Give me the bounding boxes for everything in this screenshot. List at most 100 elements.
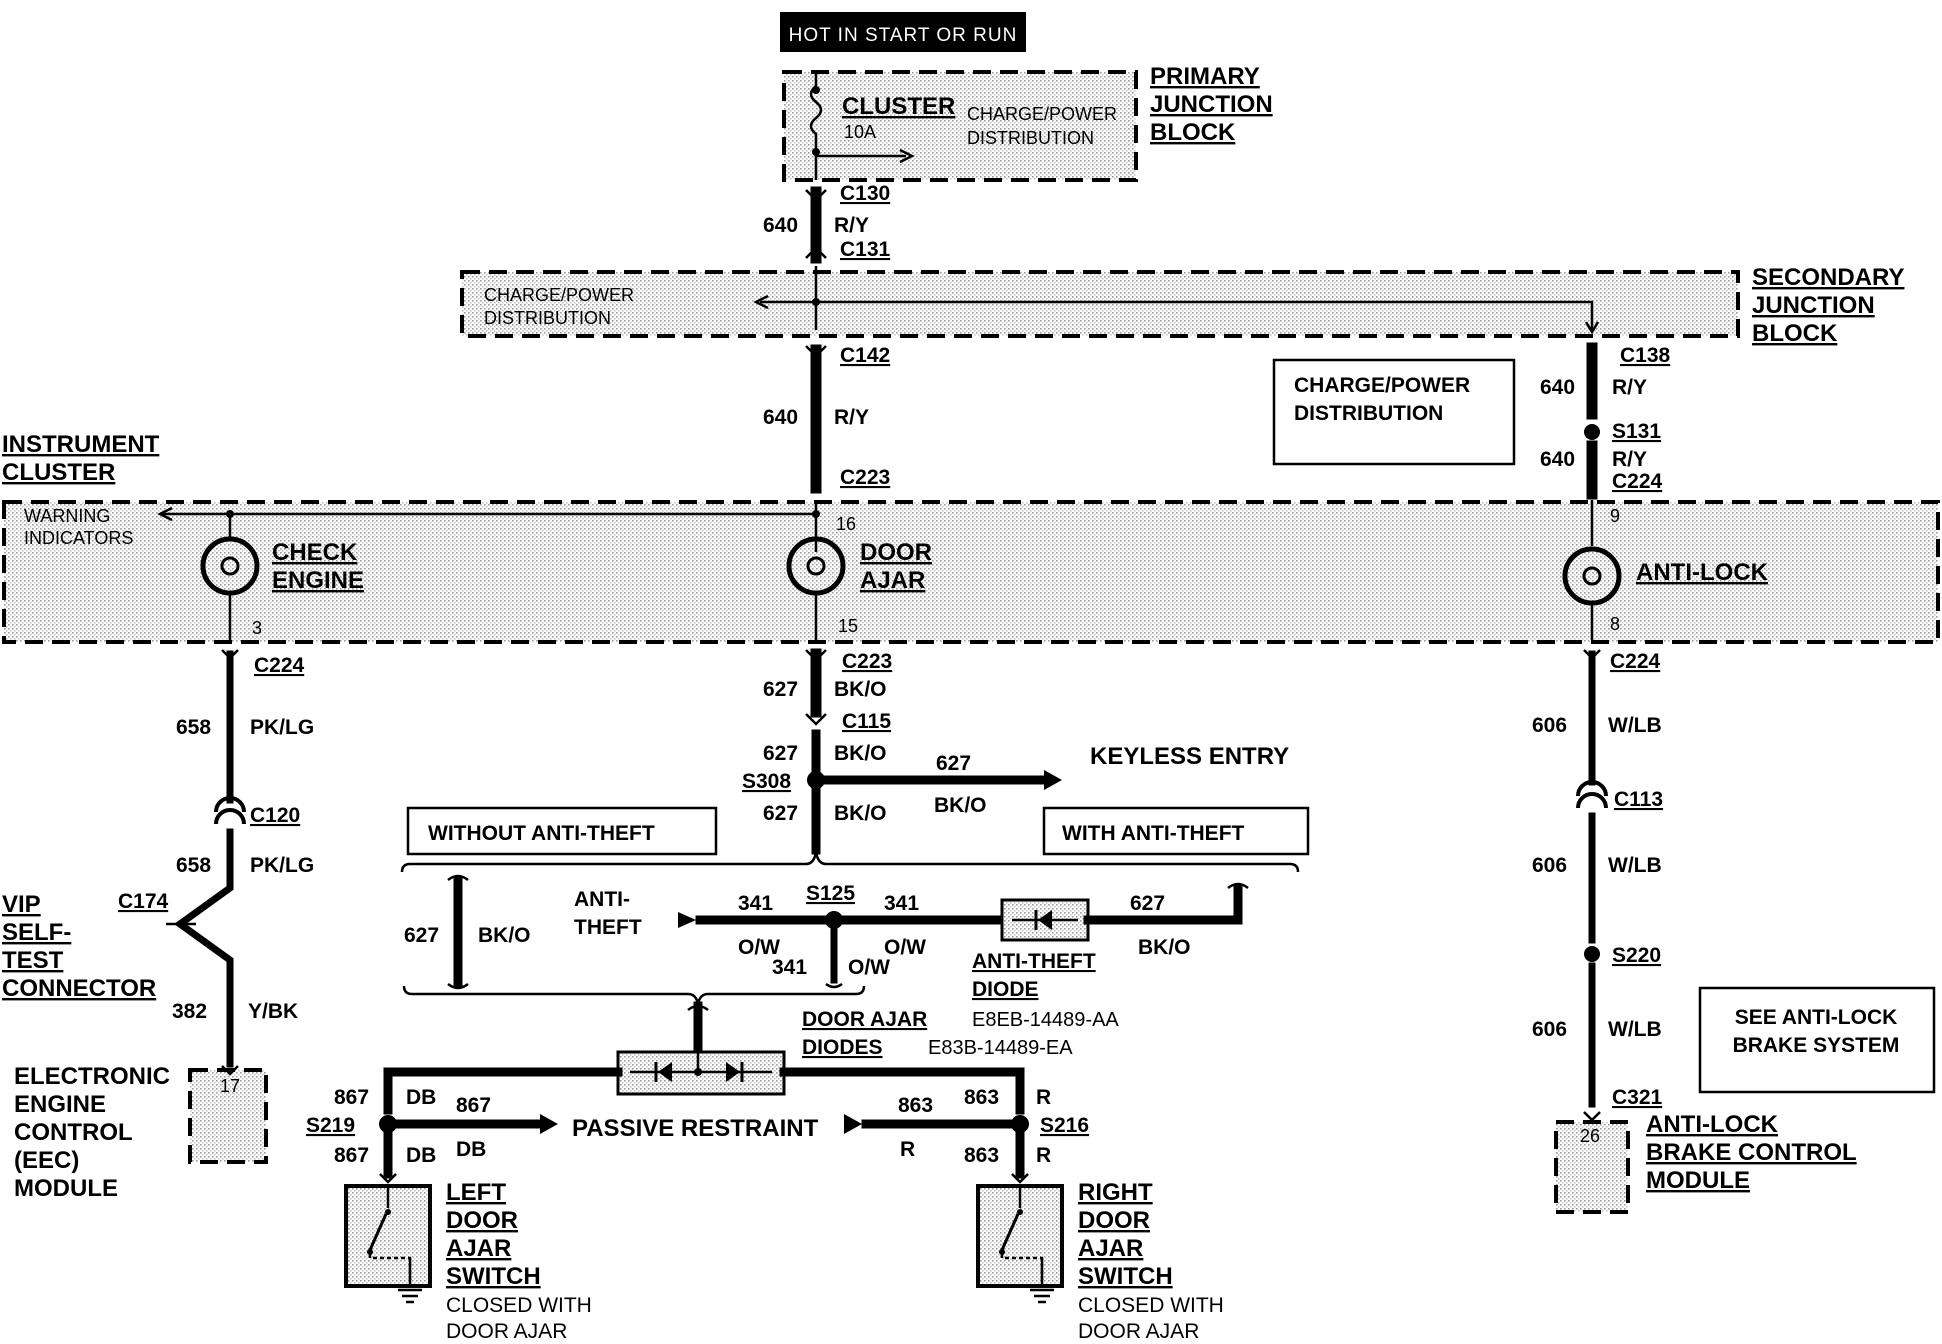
svg-text:R/Y: R/Y xyxy=(834,214,869,237)
svg-text:DIODE: DIODE xyxy=(972,978,1039,1001)
svg-text:MODULE: MODULE xyxy=(1646,1167,1750,1194)
fuse-icon xyxy=(809,72,823,180)
svg-text:C138: C138 xyxy=(1620,344,1671,367)
lower-option-bracket xyxy=(402,985,866,1005)
anti-theft-diode-icon xyxy=(1000,898,1090,942)
svg-text:C321: C321 xyxy=(1612,1086,1663,1109)
wire-863-top xyxy=(779,1067,1025,1115)
svg-text:640: 640 xyxy=(763,214,798,237)
svg-text:BK/O: BK/O xyxy=(1138,936,1191,959)
svg-text:627: 627 xyxy=(763,678,798,701)
svg-text:17: 17 xyxy=(220,1076,240,1096)
svg-text:C223: C223 xyxy=(840,466,890,489)
svg-text:627: 627 xyxy=(936,752,971,775)
svg-text:863: 863 xyxy=(964,1144,999,1167)
svg-text:863: 863 xyxy=(964,1086,999,1109)
svg-text:BK/O: BK/O xyxy=(834,802,887,825)
svg-text:R: R xyxy=(1036,1144,1051,1167)
svg-text:CLOSED WITH: CLOSED WITH xyxy=(1078,1294,1224,1317)
svg-text:Y/BK: Y/BK xyxy=(248,1000,298,1023)
svg-text:INDICATORS: INDICATORS xyxy=(24,528,133,548)
svg-text:DIODES: DIODES xyxy=(802,1036,883,1059)
svg-text:ANTI-THEFT: ANTI-THEFT xyxy=(972,950,1096,973)
svg-text:CONNECTOR: CONNECTOR xyxy=(2,975,156,1002)
left-door-ajar-switch-icon xyxy=(344,1184,432,1304)
svg-text:BK/O: BK/O xyxy=(934,794,987,817)
without-anti-theft-box xyxy=(406,806,718,856)
svg-text:3: 3 xyxy=(252,618,262,638)
svg-text:VIP: VIP xyxy=(2,891,41,918)
svg-text:DB: DB xyxy=(406,1086,436,1109)
svg-text:DOOR: DOOR xyxy=(1078,1207,1150,1234)
svg-text:LEFT: LEFT xyxy=(446,1179,506,1206)
svg-text:8: 8 xyxy=(1610,614,1620,634)
splice-s131 xyxy=(1584,424,1600,440)
svg-text:O/W: O/W xyxy=(738,936,780,959)
svg-text:867: 867 xyxy=(456,1094,491,1117)
door-ajar-diodes-icon xyxy=(616,1048,786,1096)
svg-text:R: R xyxy=(900,1138,915,1161)
splice-s308 xyxy=(807,771,825,789)
svg-text:ENGINE: ENGINE xyxy=(14,1091,106,1118)
anti-lock-lamp-icon xyxy=(1562,546,1622,606)
svg-text:627: 627 xyxy=(1130,892,1165,915)
svg-text:ANTI-: ANTI- xyxy=(574,888,630,911)
svg-text:W/LB: W/LB xyxy=(1608,854,1662,877)
svg-text:26: 26 xyxy=(1580,1126,1600,1146)
svg-text:CLUSTER: CLUSTER xyxy=(2,459,115,486)
svg-text:606: 606 xyxy=(1532,1018,1567,1041)
fuse-rating: 10A xyxy=(844,122,876,142)
upper-option-bracket xyxy=(400,851,1300,873)
secondary-junction-block: CHARGE/POWER DISTRIBUTION SECONDARY JUNC… xyxy=(460,264,1904,347)
svg-text:PASSIVE RESTRAINT: PASSIVE RESTRAINT xyxy=(572,1115,819,1142)
svg-text:W/LB: W/LB xyxy=(1608,714,1662,737)
svg-text:BK/O: BK/O xyxy=(834,742,887,765)
svg-text:KEYLESS ENTRY: KEYLESS ENTRY xyxy=(1090,743,1289,770)
svg-text:O/W: O/W xyxy=(884,936,926,959)
ground-icon xyxy=(1030,1288,1054,1304)
svg-text:C223: C223 xyxy=(842,650,892,673)
svg-text:BRAKE SYSTEM: BRAKE SYSTEM xyxy=(1733,1034,1900,1057)
charge-power-distribution-box: CHARGE/POWER DISTRIBUTION xyxy=(1272,358,1516,466)
svg-text:S219: S219 xyxy=(306,1114,355,1137)
svg-text:R/Y: R/Y xyxy=(834,406,869,429)
with-anti-theft-box xyxy=(1042,806,1310,856)
instrument-cluster: WARNING INDICATORS 16 CHECK ENGINE 3 DOO… xyxy=(2,500,1940,644)
svg-text:ENGINE: ENGINE xyxy=(272,567,364,594)
splice-s219 xyxy=(379,1115,397,1133)
svg-text:DOOR AJAR: DOOR AJAR xyxy=(1078,1320,1199,1343)
svg-text:S125: S125 xyxy=(806,882,855,905)
svg-text:C224: C224 xyxy=(254,654,305,677)
svg-text:606: 606 xyxy=(1532,854,1567,877)
svg-text:DOOR AJAR: DOOR AJAR xyxy=(446,1320,567,1343)
svg-text:C142: C142 xyxy=(840,344,890,367)
svg-text:DISTRIBUTION: DISTRIBUTION xyxy=(967,128,1094,148)
svg-text:S131: S131 xyxy=(1612,420,1661,443)
svg-text:CHARGE/POWER: CHARGE/POWER xyxy=(1294,374,1470,397)
svg-text:S220: S220 xyxy=(1612,944,1661,967)
eec-module: 17 xyxy=(188,1065,268,1164)
splice-s220 xyxy=(1584,946,1600,962)
svg-text:R/Y: R/Y xyxy=(1612,448,1647,471)
hot-in-start-label: HOT IN START OR RUN xyxy=(780,12,1026,52)
svg-text:O/W: O/W xyxy=(848,956,890,979)
svg-text:ANTI-LOCK: ANTI-LOCK xyxy=(1636,559,1769,586)
svg-text:C115: C115 xyxy=(842,710,891,733)
svg-text:CHARGE/POWER: CHARGE/POWER xyxy=(484,285,634,305)
svg-text:382: 382 xyxy=(172,1000,207,1023)
svg-text:640: 640 xyxy=(1540,448,1575,471)
svg-text:WITHOUT ANTI-THEFT: WITHOUT ANTI-THEFT xyxy=(428,822,655,845)
svg-text:CONTROL: CONTROL xyxy=(14,1119,133,1146)
svg-text:PK/LG: PK/LG xyxy=(250,716,314,739)
see-anti-lock-box: SEE ANTI-LOCK BRAKE SYSTEM xyxy=(1698,986,1936,1094)
svg-text:SECONDARY: SECONDARY xyxy=(1752,264,1904,291)
svg-text:E8EB-14489-AA: E8EB-14489-AA xyxy=(972,1009,1119,1031)
svg-text:W/LB: W/LB xyxy=(1608,1018,1662,1041)
svg-text:SEE ANTI-LOCK: SEE ANTI-LOCK xyxy=(1735,1006,1898,1029)
splice-s216 xyxy=(1011,1115,1029,1133)
svg-text:AJAR: AJAR xyxy=(446,1235,511,1262)
svg-text:BLOCK: BLOCK xyxy=(1752,320,1838,347)
svg-text:ELECTRONIC: ELECTRONIC xyxy=(14,1063,170,1090)
svg-text:863: 863 xyxy=(898,1094,933,1117)
svg-text:CHARGE/POWER: CHARGE/POWER xyxy=(967,104,1117,124)
